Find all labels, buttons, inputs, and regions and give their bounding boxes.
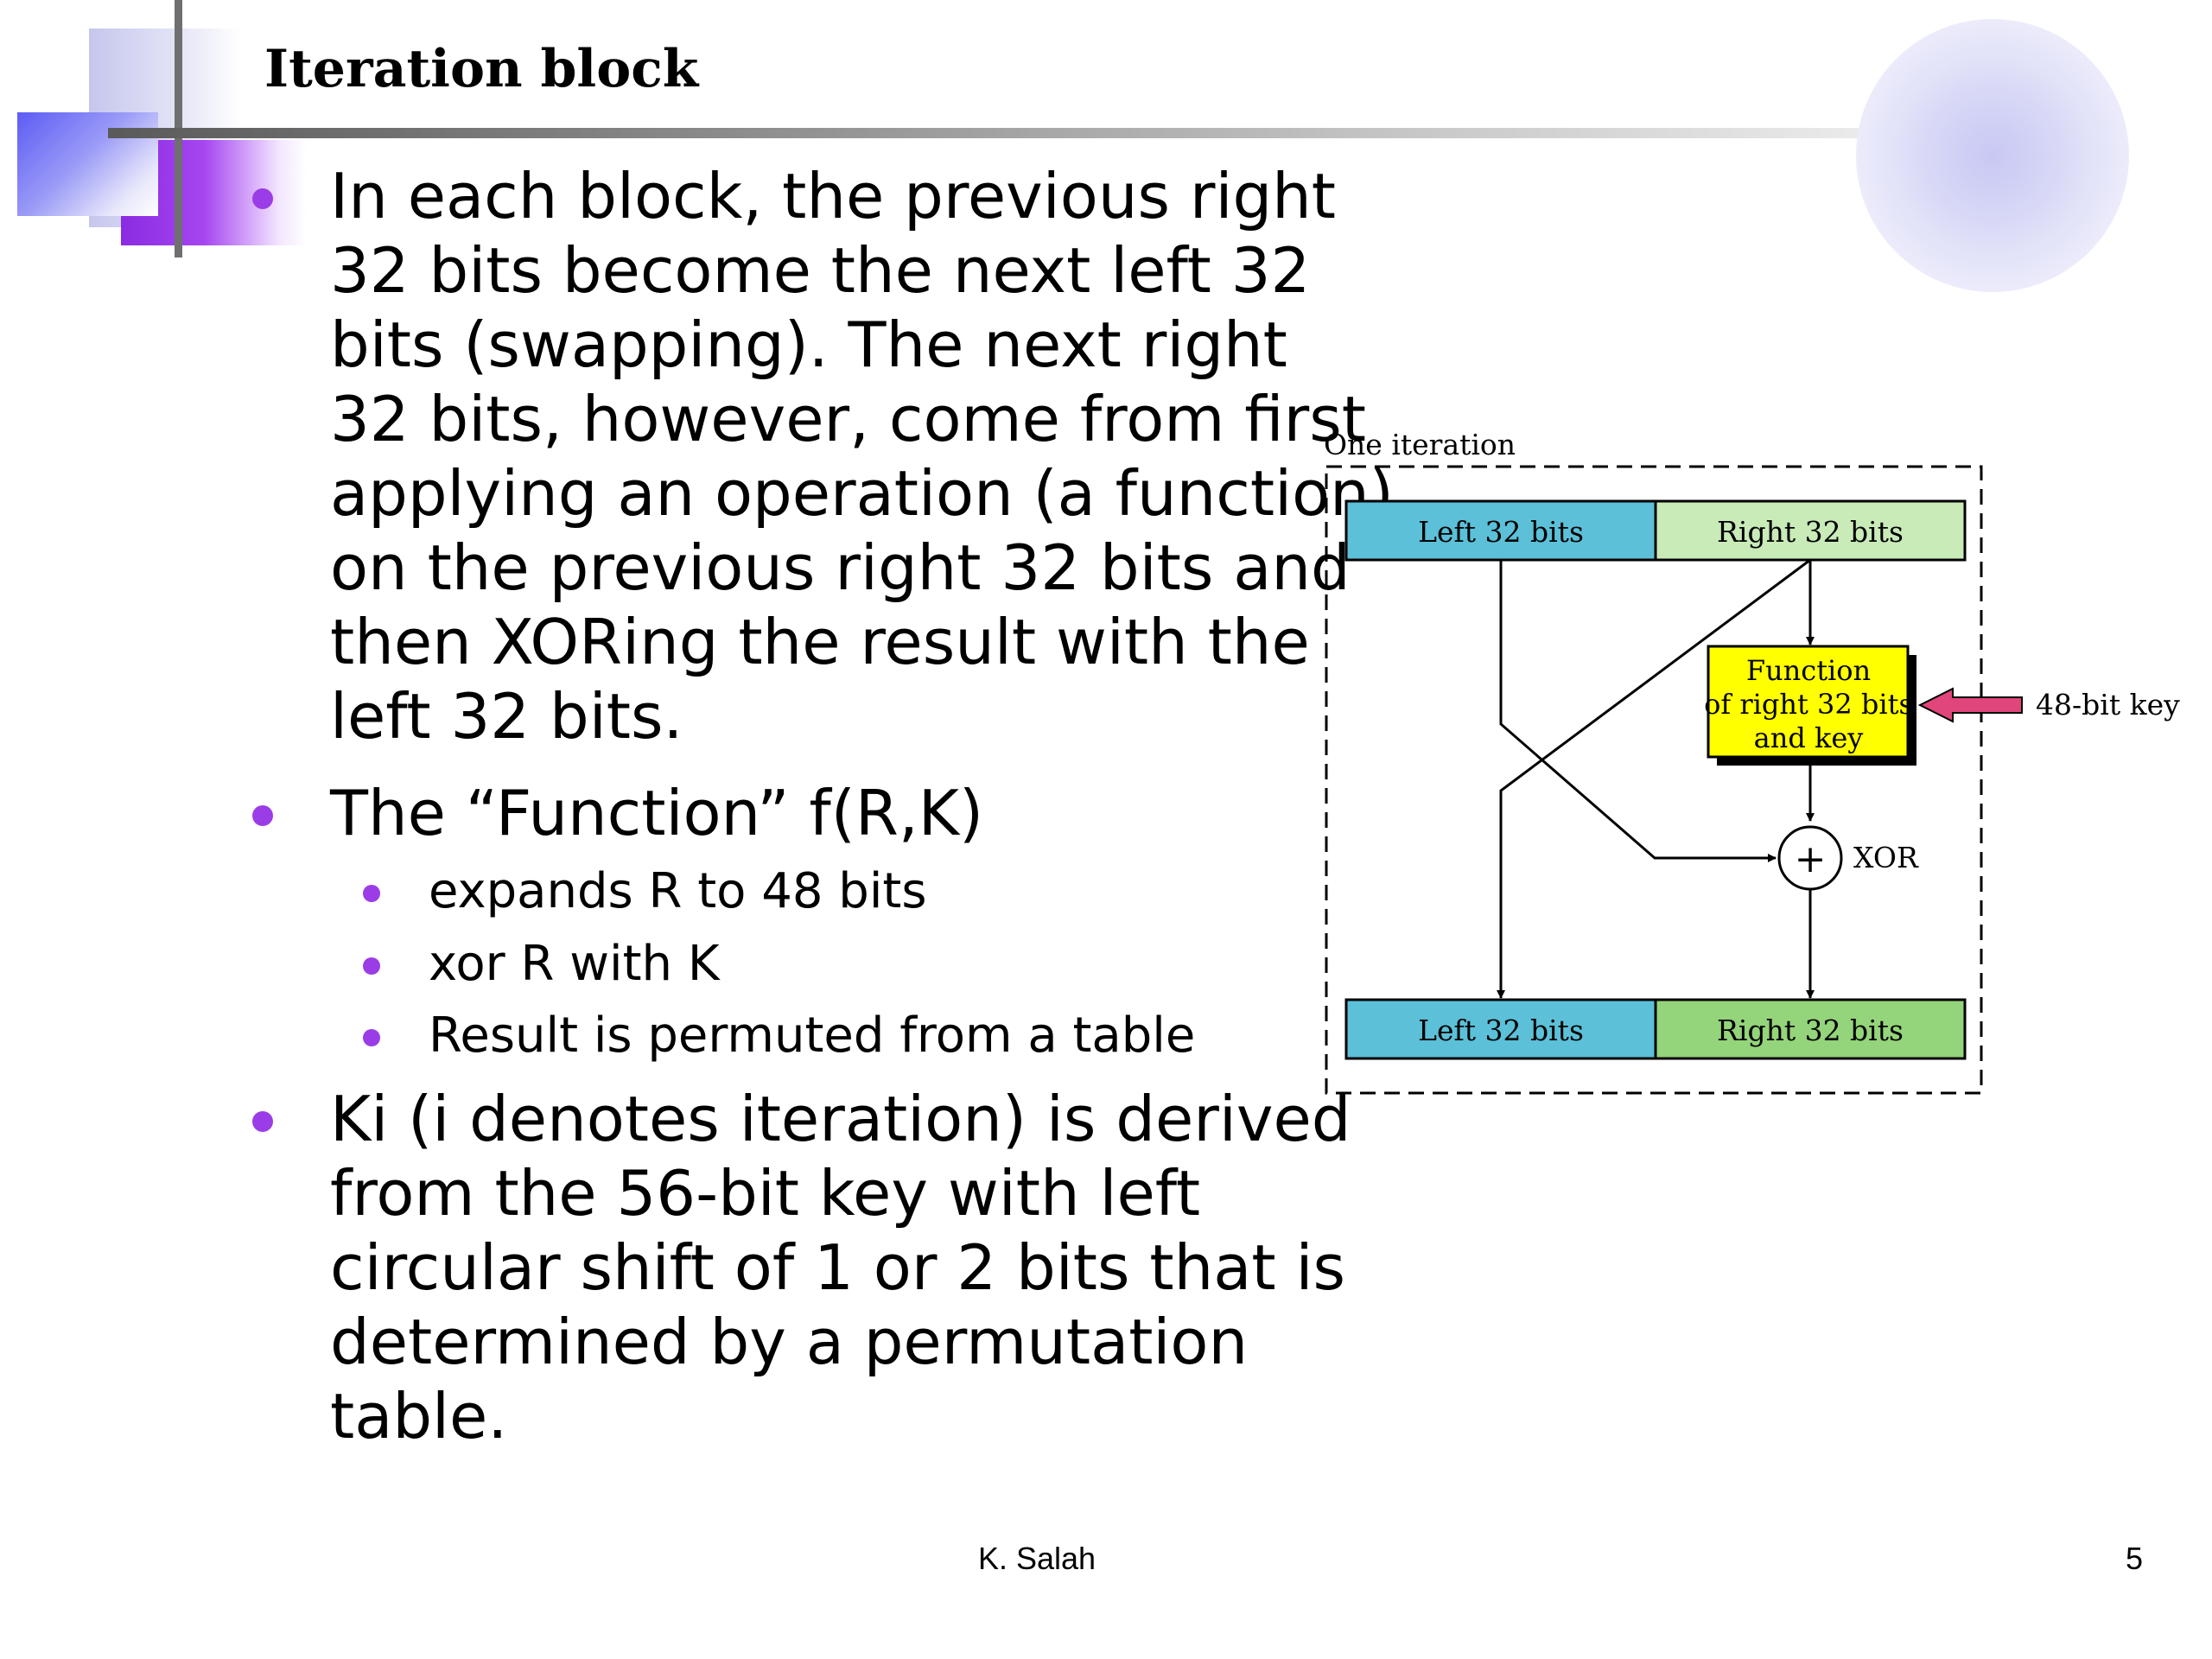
bullet-dot	[363, 885, 380, 902]
key-label: 48-bit key	[2036, 688, 2180, 721]
right-to-left-swap-arrow	[1497, 558, 1811, 999]
top-right-half-box	[1654, 499, 1967, 562]
bullet-line: bits (swapping). The next right	[330, 308, 1287, 381]
footer-author: K. Salah	[977, 1541, 1096, 1576]
top-left-half-box	[1344, 499, 1657, 562]
xor-plus-icon: +	[1795, 837, 1827, 881]
bullet-line: In each block, the previous right	[330, 160, 1337, 232]
bullet-line: 32 bits, however, come from first	[330, 383, 1366, 455]
bullet-line: 32 bits become the next left 32	[330, 234, 1311, 307]
function-box	[1707, 645, 1910, 759]
bullet-line: determined by a permutation	[330, 1306, 1249, 1378]
bullet-dot	[252, 805, 273, 826]
diagram-caption: One iteration	[1324, 428, 1516, 461]
sub-bullet-text: expands R to 48 bits	[429, 863, 927, 919]
bullet-dot	[252, 1111, 273, 1132]
bullet-line: The “Function” f(R,K)	[330, 777, 984, 849]
title-underline	[108, 128, 2130, 138]
function-label-line: of right 32 bits	[1704, 688, 1913, 721]
bullet-line: circular shift of 1 or 2 bits that is	[330, 1231, 1345, 1304]
top-left-half-label: Left 32 bits	[1418, 515, 1584, 549]
bullet-text: The “Function” f(R,K)	[330, 776, 983, 850]
bullet-line: left 32 bits.	[330, 680, 683, 753]
xor-circle	[1777, 825, 1843, 891]
iteration-frame	[1325, 465, 1983, 1095]
slide-title: Iteration block	[264, 39, 699, 99]
bullet-dot	[252, 188, 273, 209]
bullet-line: applying an operation (a function)	[330, 457, 1394, 530]
xor-label: XOR	[1853, 841, 1919, 874]
left-to-xor-arrow	[1499, 560, 1777, 862]
sub-bullet-text: Result is permuted from a table	[429, 1007, 1196, 1064]
bullet-line: Ki (i denotes iteration) is derived	[330, 1083, 1351, 1155]
function-label-line: and key	[1754, 721, 1864, 754]
key-arrow	[1917, 687, 2023, 723]
bullet-text: Ki (i denotes iteration) is derived from…	[330, 1082, 1351, 1453]
bullet-dot	[363, 1029, 380, 1046]
bottom-left-half-label: Left 32 bits	[1418, 1014, 1584, 1047]
bottom-right-half-box	[1654, 998, 1967, 1060]
bullet-line: then XORing the result with the	[330, 606, 1310, 678]
bullet-line: from the 56-bit key with left	[330, 1157, 1201, 1230]
bullet-dot	[363, 957, 380, 975]
bottom-left-half-box	[1344, 998, 1657, 1060]
sub-bullet-text: xor R with K	[429, 936, 720, 992]
bullet-line: on the previous right 32 bits and	[330, 531, 1351, 604]
bullet-line: table.	[330, 1380, 508, 1452]
bottom-right-half-label: Right 32 bits	[1717, 1014, 1904, 1047]
page-number: 5	[2125, 1541, 2143, 1576]
function-label-line: Function	[1746, 654, 1871, 687]
decor-circle	[1856, 19, 2129, 292]
bullet-text: In each block, the previous right 32 bit…	[330, 159, 1394, 753]
top-right-half-label: Right 32 bits	[1717, 515, 1904, 549]
